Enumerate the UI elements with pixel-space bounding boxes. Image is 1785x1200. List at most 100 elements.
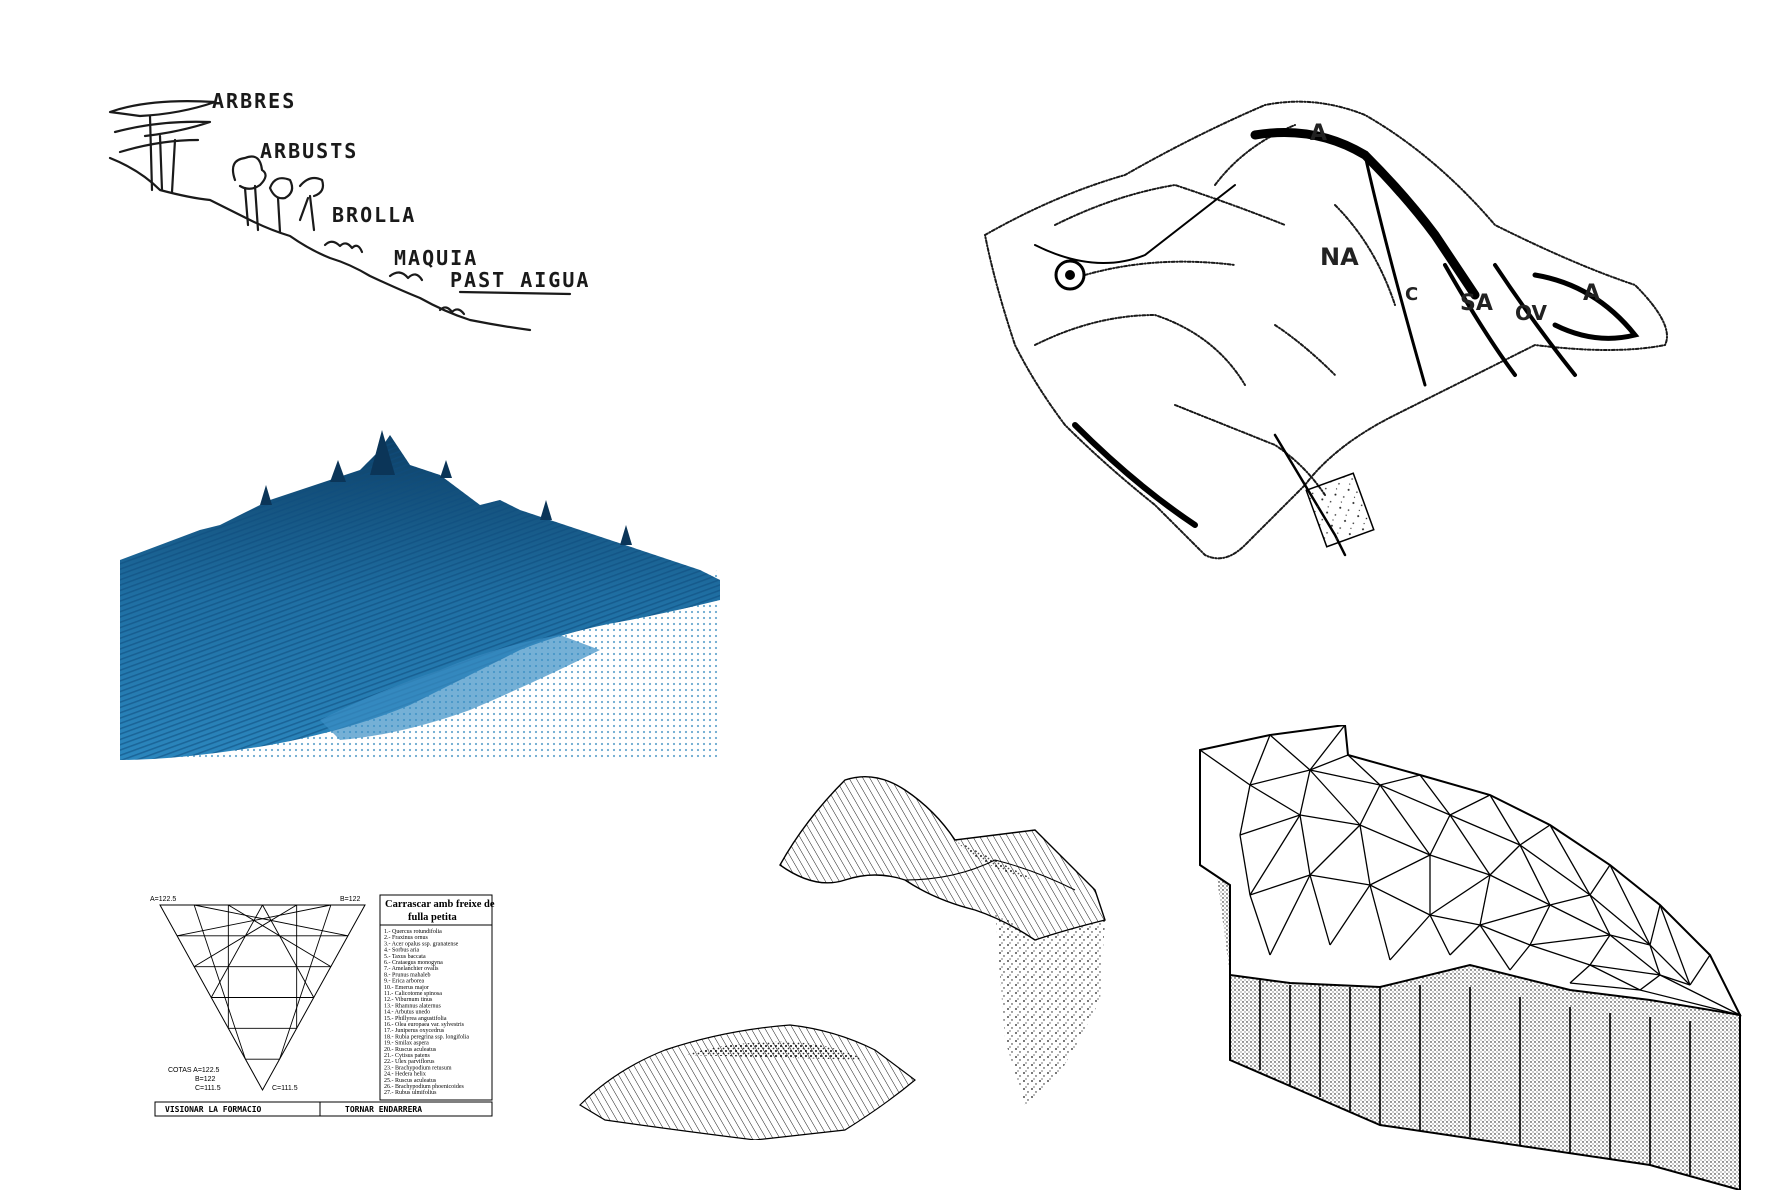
tin-edge: [1479, 924, 1511, 971]
triangle-grid-line: [194, 904, 349, 937]
tin-edge: [1429, 914, 1451, 956]
species-item: 4.- Sorbus aria: [384, 948, 419, 954]
tin-edge: [1509, 944, 1531, 971]
species-item: 25.- Ruscus aculeatus: [384, 1078, 437, 1084]
species-legend-box: [379, 894, 493, 1101]
tin-edge: [1429, 914, 1481, 926]
tin-edge: [1299, 814, 1311, 876]
tin-edge: [1549, 824, 1591, 896]
visionar-formacio-label: VISIONAR LA FORMACIO: [165, 1105, 262, 1114]
tin-edge: [1369, 884, 1431, 916]
label-past-aigua: PAST AIGUA: [450, 268, 590, 292]
label-arbres: ARBRES: [212, 89, 296, 113]
tin-edge: [1299, 769, 1311, 816]
tin-edge: [1429, 854, 1491, 876]
triangle-grid-line: [176, 904, 331, 937]
tin-edge: [1659, 974, 1691, 986]
tin-edge: [1609, 934, 1661, 976]
tin-edge: [1239, 784, 1251, 836]
tin-edge: [1309, 769, 1381, 786]
tin-edge: [1359, 824, 1431, 856]
species-item: 9.- Erica arborea: [384, 979, 424, 985]
tin-edge: [1389, 914, 1431, 961]
tin-edge: [1519, 844, 1591, 896]
tin-edge: [1309, 824, 1361, 876]
map-letter-sa: SA: [1460, 291, 1493, 316]
species-item: 16.- Olea europaea var. sylvestris: [384, 1022, 465, 1028]
wireframe-terrain-bw: [579, 775, 1106, 1140]
tin-edge: [1199, 749, 1251, 786]
tin-edge: [1359, 784, 1381, 826]
map-letter-na: NA: [1320, 243, 1359, 271]
tin-edge: [1329, 884, 1371, 946]
tin-edge: [1529, 904, 1551, 946]
label-brolla: BROLLA: [332, 203, 416, 227]
tin-edge: [1489, 874, 1551, 906]
tin-edge: [1589, 894, 1611, 936]
vegetation-profile-sketch: ARBRES ARBUSTS BROLLA MAQUIA PAST AIGUA: [108, 89, 590, 332]
tin-edge: [1419, 774, 1451, 816]
zonation-map-sketch: A NA C SA OV A: [983, 100, 1668, 560]
tin-edge: [1249, 894, 1271, 956]
tin-edge: [1309, 725, 1346, 771]
tin-edge: [1359, 824, 1371, 886]
tin-edge: [1649, 944, 1661, 976]
tin-edge: [1449, 814, 1521, 846]
tornar-endarrera-label: TORNAR ENDARRERA: [345, 1105, 422, 1114]
species-item: 1.- Quercus rotundifolia: [384, 928, 442, 935]
tin-edge: [1369, 884, 1391, 961]
tin-edge: [1519, 824, 1551, 846]
tin-edge: [1449, 924, 1481, 956]
tin-edge: [1489, 794, 1521, 846]
species-item: 13.- Rhamnus alaternus: [384, 1003, 441, 1009]
tin-edge: [1369, 854, 1431, 886]
tin-edge: [1609, 864, 1651, 946]
tin-edge: [1309, 769, 1361, 826]
legend-title-line2: fulla petita: [408, 912, 457, 923]
vertex-b-label: B=122: [340, 896, 361, 903]
label-maquia: MAQUIA: [394, 246, 478, 270]
tin-edge: [1249, 734, 1271, 786]
tin-edge: [1589, 894, 1651, 946]
tin-edge: [1249, 814, 1301, 896]
tin-edge: [1249, 874, 1311, 896]
tin-edge: [1529, 944, 1591, 966]
tin-edge: [1269, 874, 1311, 956]
tin-edge: [1249, 784, 1301, 816]
species-item: 17.- Juniperus oxycedrus: [384, 1028, 445, 1034]
tin-edge: [1489, 844, 1521, 876]
tornar-endarrera-button[interactable]: TORNAR ENDARRERA: [319, 1101, 493, 1117]
tin-edge: [1519, 844, 1551, 906]
tin-terrain-block: [1199, 725, 1742, 1190]
tin-edge: [1309, 754, 1349, 771]
species-item: 23.- Brachypodium retusum: [384, 1065, 452, 1071]
tin-edge: [1589, 934, 1611, 966]
tin-edge: [1249, 769, 1311, 786]
cotas-b-label: B=122: [195, 1076, 216, 1083]
species-item: 18.- Rubia peregrina ssp. longifolia: [384, 1033, 469, 1040]
species-item: 2.- Fraxinus ornus: [384, 935, 428, 941]
species-item: 14.- Arbutus unedo: [384, 1010, 430, 1016]
tin-edge: [1569, 982, 1641, 991]
species-item: 27.- Rubus ulmifolius: [384, 1089, 437, 1096]
species-item: 20.- Ruscus aculeatus: [384, 1047, 437, 1053]
vertex-c-label: C=111.5: [272, 1085, 298, 1092]
tin-edge: [1479, 924, 1531, 946]
tin-edge: [1309, 874, 1331, 946]
tin-edge: [1529, 934, 1611, 946]
tin-edge: [1549, 894, 1591, 906]
cotas-a-label: COTAS A=122.5: [168, 1067, 220, 1074]
tin-edge: [1239, 814, 1301, 836]
tin-edge: [1269, 734, 1311, 771]
species-item: 10.- Emerus major: [384, 985, 429, 991]
cotas-c-label: C=111.5: [195, 1085, 221, 1092]
formation-triangle-panel: A=122.5 B=122 C=111.5 COTAS A=122.5 B=12…: [150, 894, 495, 1117]
visionar-formacio-button[interactable]: VISIONAR LA FORMACIO: [154, 1101, 321, 1117]
legend-title-line1: Carrascar amb freixe de: [385, 899, 495, 910]
tin-edge: [1379, 774, 1421, 786]
tin-edge: [1649, 944, 1691, 986]
species-item: 15.- Phillyrea angustifolia: [384, 1015, 447, 1022]
map-letter-a-right: A: [1583, 281, 1600, 306]
species-item: 7.- Amelanchier ovalis: [384, 966, 439, 972]
